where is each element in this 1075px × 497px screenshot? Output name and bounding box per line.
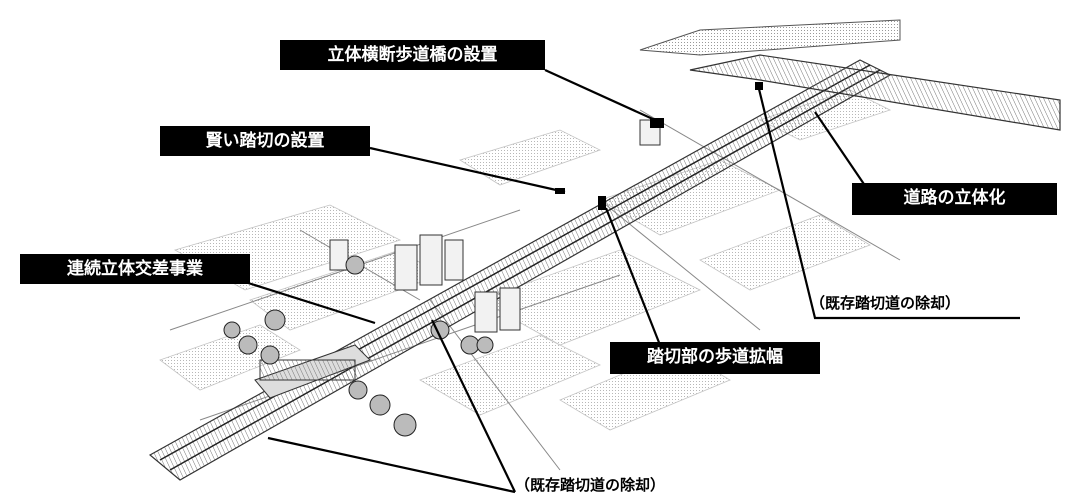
leader-removal-right [756,84,1020,320]
label-crossing-removal-bottom: （既存踏切道の除却） [515,476,666,494]
label-smart-crossing: 賢い踏切の設置 [160,126,370,156]
leader-removal-bottom-2 [267,436,516,494]
elevated-road [639,19,1061,131]
leader-removal-bottom-1 [431,319,516,493]
trees [223,255,494,437]
label-crossing-removal-right: （既存踏切道の除却） [810,294,961,312]
leader-continuous-grade [244,280,376,325]
label-crossing-sidewalk-widening: 踏切部の歩道拡幅 [610,342,820,374]
leader-smart-crossing [369,146,566,194]
leader-lines [244,68,1020,494]
leader-sidewalk-widening [604,207,662,346]
label-pedestrian-bridge: 立体横断歩道橋の設置 [280,40,545,70]
buildings [329,119,661,333]
station-building [254,344,371,399]
leader-pedestrian-bridge [544,68,656,122]
label-continuous-grade-separation: 連続立体交差事業 [20,254,250,284]
label-road-grade-separation: 道路の立体化 [852,183,1057,215]
leader-road-grade [814,111,871,194]
